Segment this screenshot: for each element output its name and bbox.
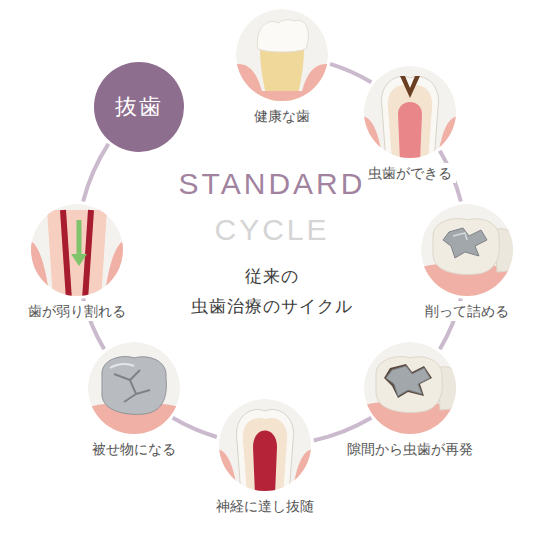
ring-arc: [83, 144, 108, 202]
crown-tooth-picture: [84, 342, 184, 438]
illustration-part: [386, 366, 430, 396]
stage-label: 隙間から虫歯が再発: [343, 439, 477, 459]
tooth-circle: [88, 342, 180, 434]
cycle-heading: CYCLE: [162, 212, 382, 248]
stage-label: 虫歯ができる: [364, 163, 456, 183]
circle-text: 抜歯: [115, 92, 163, 122]
illustration-part: [47, 210, 107, 300]
illustration-part: [376, 357, 442, 413]
illustration-part: [236, 409, 293, 495]
illustration-part: [257, 20, 308, 52]
illustration-part: [400, 76, 420, 98]
cavity-tooth-picture: [360, 66, 460, 162]
illustration-part: [104, 240, 127, 300]
filled-circle: 抜歯: [94, 62, 184, 152]
stage-circle-node: 神経に達し抜随: [211, 399, 319, 516]
filled-tooth-picture: [417, 204, 520, 300]
illustration-part: [453, 233, 467, 240]
illustration-part: [384, 364, 432, 398]
stage-label: 神経に達し抜随: [212, 496, 318, 516]
illustration-part: [360, 116, 383, 162]
ring-arc: [173, 418, 217, 437]
tooth-circle: [421, 204, 513, 296]
nerve-tooth-picture: [215, 399, 315, 495]
stage-circle-node: 虫歯ができる: [363, 66, 457, 183]
illustration-part: [398, 102, 422, 162]
tooth-circle: [219, 399, 311, 491]
diagram-title: 従来の 虫歯治療のサイクル: [187, 262, 357, 322]
tooth-circle: [236, 9, 328, 101]
illustration-part: [215, 449, 238, 495]
illustration-part: [292, 449, 315, 495]
center-heading: STANDARD CYCLE 従来の 虫歯治療のサイクル: [162, 166, 382, 322]
illustration-part: [437, 116, 460, 162]
stage-label: 被せ物になる: [88, 439, 180, 459]
illustration-part: [102, 357, 166, 415]
healthy-tooth-picture: [232, 9, 332, 105]
illustration-part: [110, 364, 134, 368]
illustration-part: [27, 240, 50, 300]
recurrence-tooth-picture: [360, 342, 463, 438]
illustration-part: [443, 228, 487, 258]
cycle-heading: STANDARD: [162, 166, 382, 202]
stage-circle-node: 健康な歯: [235, 9, 329, 126]
illustration-part: [381, 76, 438, 162]
stage-circle-node: 歯が弱り割れる: [23, 204, 131, 321]
illustration-part: [232, 64, 332, 105]
ring-arc: [330, 64, 371, 82]
stage-label: 削って詰める: [421, 301, 513, 321]
cracked-tooth-picture: [27, 204, 127, 300]
illustration-part: [253, 431, 277, 496]
illustration-part: [243, 418, 287, 495]
stage-circle-node: 削って詰める: [420, 204, 514, 321]
stage-circle-node: 隙間から虫歯が再発: [342, 342, 478, 459]
tooth-circle: [31, 204, 123, 296]
illustration-part: [77, 220, 82, 256]
ring-arc: [314, 418, 372, 441]
stage-label: 健康な歯: [250, 106, 314, 126]
extraction-circle-node: 抜歯: [93, 62, 185, 152]
stage-circle-node: 被せ物になる: [87, 342, 181, 459]
stage-label: 歯が弱り割れる: [24, 301, 130, 321]
tooth-circle: [364, 66, 456, 158]
illustration-part: [71, 254, 87, 266]
tooth-circle: [364, 342, 456, 434]
illustration-part: [114, 370, 150, 402]
illustration-part: [433, 219, 499, 275]
illustration-part: [63, 210, 69, 300]
